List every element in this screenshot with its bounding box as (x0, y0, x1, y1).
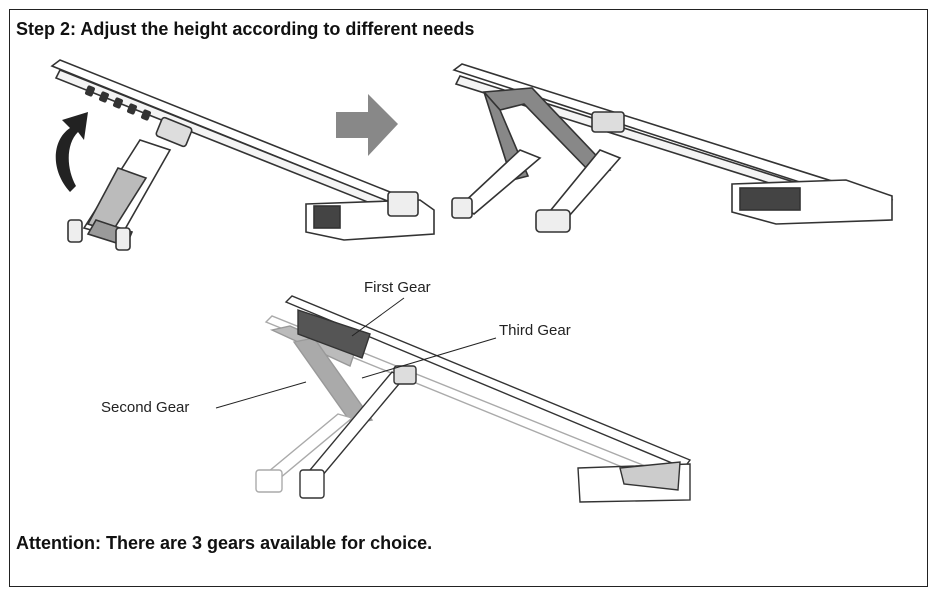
second-gear-label: Second Gear (101, 399, 190, 416)
gear-diagram (215, 295, 692, 503)
stand-raised-illustration (451, 63, 894, 233)
first-gear-label: First Gear (364, 279, 431, 296)
page-title: Step 2: Adjust the height according to d… (16, 19, 475, 39)
attention-note: Attention: There are 3 gears available f… (16, 533, 433, 553)
stand-folded-illustration (50, 59, 435, 251)
third-gear-label: Third Gear (499, 322, 571, 339)
curved-arrow-up-icon (55, 112, 88, 192)
arrow-right-icon (336, 94, 398, 156)
